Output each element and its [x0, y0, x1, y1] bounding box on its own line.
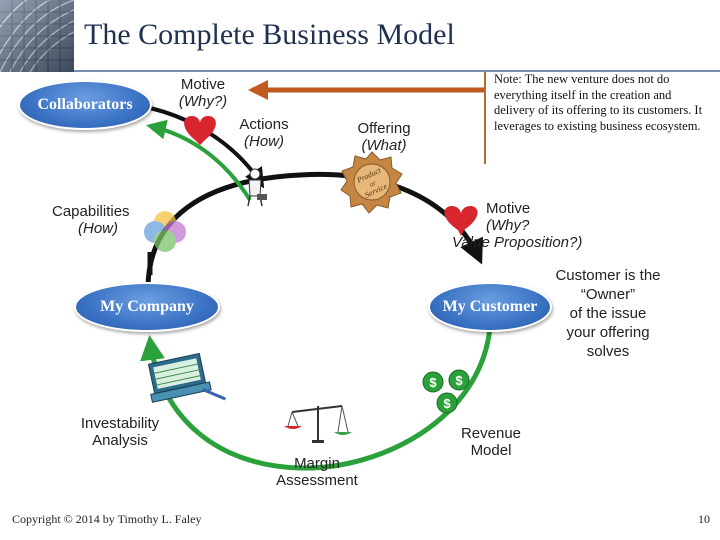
label-motive-top: Motive (Why?) [178, 76, 228, 110]
balance-scale-icon [284, 405, 352, 443]
label-capabilities: Capabilities (How) [52, 203, 130, 237]
label-revenue-model: Revenue Model [460, 425, 522, 459]
dollar-coins-icon: $ $ $ [422, 369, 470, 414]
heart-icon-customer [444, 206, 478, 236]
laptop-analysis-icon [147, 352, 226, 403]
dollar-symbol-1: $ [429, 375, 437, 390]
note-text: Note: The new venture does not do everyt… [494, 72, 703, 133]
dollar-symbol-3: $ [443, 396, 451, 411]
label-customer-owner: Customer is the “Owner” of the issue you… [555, 267, 661, 360]
person-worker-icon [247, 168, 267, 207]
note-box: Note: The new venture does not do everyt… [484, 72, 708, 164]
title-divider [74, 70, 720, 72]
header-building-image [0, 0, 74, 72]
node-my-customer: My Customer [428, 282, 552, 332]
label-margin-assessment: Margin Assessment [276, 455, 358, 489]
capabilities-venn-icon [144, 211, 186, 252]
label-motive-right: Motive (Why? Value Proposition?) [452, 200, 583, 251]
node-collaborators: Collaborators [18, 80, 152, 130]
collaborator-arrow-green [146, 119, 252, 202]
heart-icon-collaborator [184, 116, 216, 145]
footer-page-number: 10 [698, 512, 710, 526]
product-service-badge-icon: Product or Service [340, 151, 403, 214]
label-offering: Offering (What) [357, 120, 411, 154]
dollar-symbol-2: $ [455, 373, 463, 388]
label-actions: Actions (How) [239, 116, 289, 150]
svg-text:or: or [368, 179, 377, 189]
label-investability: Investability Analysis [80, 415, 160, 449]
flow-arrow-top [145, 171, 483, 286]
title-bar [74, 0, 720, 72]
page-title: The Complete Business Model [84, 18, 455, 51]
footer-copyright: Copyright © 2014 by Timothy L. Faley [12, 512, 202, 526]
flow-arrow-bottom [140, 327, 493, 471]
node-my-company: My Company [74, 282, 220, 332]
